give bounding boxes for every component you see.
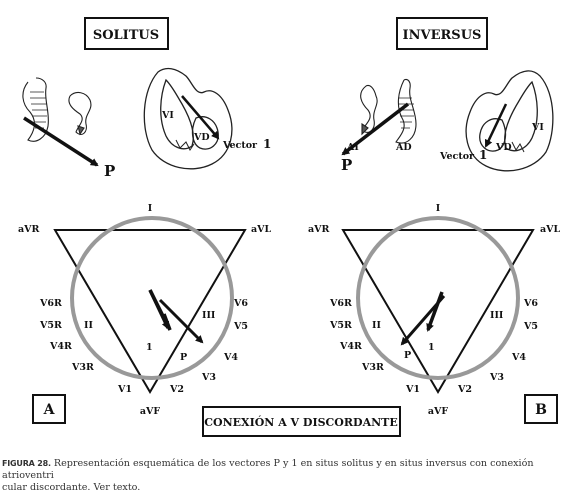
caption-text-line2: cular discordante. Ver texto. (2, 482, 141, 493)
title-inversus: INVERSUS (403, 28, 482, 43)
vector-1-right (426, 291, 444, 332)
title-box-inversus: INVERSUS (396, 17, 488, 50)
lead-avf-left: aVF (140, 406, 161, 417)
lead-v4-left: V4 (223, 352, 238, 363)
lead-i-right: I (436, 203, 441, 214)
vector-p-arrow-right (341, 102, 410, 156)
vector-1-arrow-tip-left (148, 289, 170, 330)
lead-v2-left: V2 (169, 384, 184, 395)
lead-v5r-right: V5R (329, 320, 352, 331)
lead-iii-right: III (490, 310, 504, 321)
lead-v3-right: V3 (489, 372, 504, 383)
panel-box-b: B (524, 394, 558, 424)
label-vector-1-left: 1 (146, 342, 153, 353)
vector-p-right (400, 295, 446, 346)
lead-v6-left: V6 (233, 298, 248, 309)
caption-text-line1: Representación esquemática de los vector… (2, 458, 534, 481)
lead-v6r-left: V6R (39, 298, 62, 309)
lead-v1-right: V1 (405, 384, 420, 395)
einthoven-triangle-left (53, 229, 247, 394)
discordant-label: CONEXIÓN A V DISCORDANTE (204, 415, 397, 429)
lead-i-left: I (148, 203, 153, 214)
title-box-solitus: SOLITUS (84, 17, 169, 50)
atria-sketch-left (22, 77, 92, 142)
vector-1-arrow-right (484, 103, 508, 148)
panel-letter-b: B (535, 402, 547, 418)
heart-sketch-right (465, 70, 554, 172)
label-rv-left: VD (193, 132, 210, 143)
vector-p-arrow-left (23, 116, 99, 167)
caption-figure-label: FIGURA 28. (2, 459, 51, 468)
vector-1-arrow-left (181, 95, 220, 140)
lead-v3-left: V3 (201, 372, 216, 383)
lead-v3r-left: V3R (71, 362, 94, 373)
lead-v4-right: V4 (511, 352, 526, 363)
label-vector-right: Vector (439, 151, 475, 162)
lead-v5-left: V5 (233, 321, 248, 332)
label-p-top-right: P (341, 156, 352, 174)
lead-ii-right: II (372, 320, 381, 331)
label-vector-num-left: 1 (263, 137, 271, 151)
heart-sketch-left (143, 67, 233, 170)
label-vector-num-right: 1 (479, 148, 487, 162)
hexaxial-right (341, 216, 535, 394)
lead-v2-right: V2 (457, 384, 472, 395)
lead-v6r-right: V6R (329, 298, 352, 309)
lead-avr-left: aVR (18, 224, 40, 235)
label-lv-left: VI (161, 110, 174, 121)
lead-v1-left: V1 (117, 384, 132, 395)
lead-v5-right: V5 (523, 321, 538, 332)
panel-letter-a: A (43, 402, 56, 418)
label-p-top-left: P (104, 162, 115, 180)
title-solitus: SOLITUS (93, 28, 159, 43)
label-vector-left: Vector (222, 140, 258, 151)
lead-avl-right: aVL (540, 224, 561, 235)
label-vector-p-left: P (180, 352, 187, 363)
schematic-figure: SOLITUS INVERSUS P VI VD Vector 1 P AI A… (18, 17, 561, 437)
lead-v4r-right: V4R (339, 341, 362, 352)
lead-v4r-left: V4R (49, 341, 72, 352)
lead-ii-left: II (84, 320, 93, 331)
discordant-box: CONEXIÓN A V DISCORDANTE (202, 406, 401, 437)
label-vector-1-right: 1 (428, 342, 435, 353)
lead-avr-right: aVR (308, 224, 330, 235)
label-lv-right: VI (531, 122, 544, 133)
label-rv-right: VD (495, 142, 512, 153)
precordial-circle-left (70, 216, 234, 380)
label-ad: AD (395, 142, 412, 153)
lead-v6-right: V6 (523, 298, 538, 309)
lead-v3r-right: V3R (361, 362, 384, 373)
figure-caption: FIGURA 28. Representación esquemática de… (2, 458, 577, 494)
lead-avl-left: aVL (251, 224, 272, 235)
einthoven-triangle-right (341, 229, 535, 394)
lead-iii-left: III (202, 310, 216, 321)
lead-v5r-left: V5R (39, 320, 62, 331)
label-vector-p-right: P (404, 350, 411, 361)
panel-box-a: A (32, 394, 66, 424)
precordial-circle-right (356, 216, 520, 380)
hexaxial-left (53, 216, 247, 394)
lead-avf-right: aVF (428, 406, 449, 417)
vector-p-left (158, 298, 204, 344)
label-ai: AI (346, 142, 359, 153)
